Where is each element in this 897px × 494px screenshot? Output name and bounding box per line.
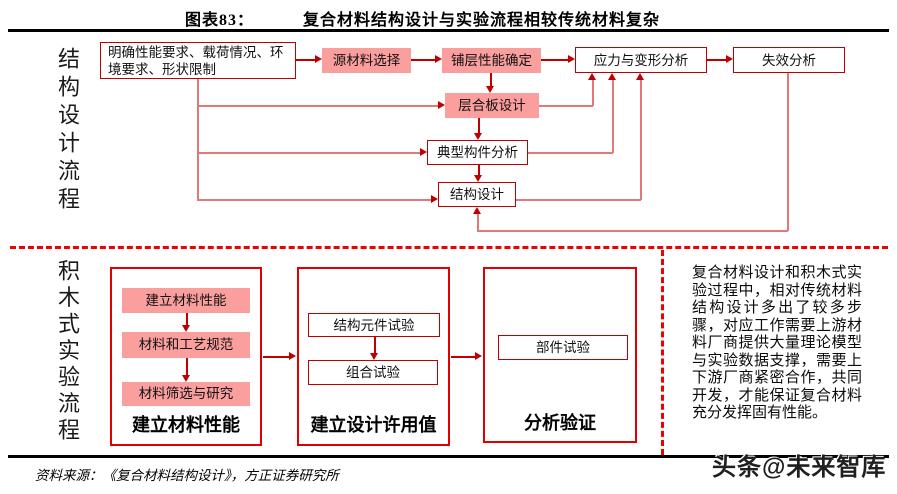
arrowhead-icon xyxy=(420,148,427,156)
arrowhead-icon xyxy=(182,375,190,382)
flow-line xyxy=(478,165,480,176)
step-box-structural-element-test: 结构元件试验 xyxy=(308,313,440,337)
arrowhead-icon xyxy=(636,73,644,80)
flow-line xyxy=(612,79,614,153)
flow-line xyxy=(451,356,475,358)
bottom-section-side-label: 积木式实验流程 xyxy=(55,259,80,445)
flow-line xyxy=(640,79,642,200)
step-box-establish-material-properties: 建立材料性能 xyxy=(122,288,250,313)
arrowhead-icon xyxy=(474,175,482,182)
flow-line xyxy=(186,313,188,326)
section-divider-dashed xyxy=(10,246,888,249)
arrowhead-icon xyxy=(475,352,482,360)
step-box-material-screening: 材料筛选与研究 xyxy=(122,382,250,406)
flow-box-requirements: 明确性能要求、载荷情况、环境要求、形状限制 xyxy=(100,42,296,79)
arrowhead-icon xyxy=(608,73,616,80)
flow-line xyxy=(197,79,199,200)
page-title: 复合材料结构设计与实验流程相较传统材料复杂 xyxy=(303,12,661,29)
arrowhead-icon xyxy=(486,86,494,93)
flow-line xyxy=(541,59,568,61)
flow-line xyxy=(197,152,420,154)
flow-line xyxy=(296,59,315,61)
flow-box-source-material: 源材料选择 xyxy=(322,48,411,73)
flow-line xyxy=(477,230,788,232)
flow-box-structure-design: 结构设计 xyxy=(438,182,516,207)
watermark: 头条@未来智库 xyxy=(712,454,887,481)
arrowhead-icon xyxy=(182,325,190,332)
flow-line xyxy=(197,105,438,107)
arrowhead-icon xyxy=(431,195,438,203)
footer-divider xyxy=(8,455,889,458)
flow-box-laminate-design: 层合板设计 xyxy=(445,93,539,118)
stage-title-analysis-verification: 分析验证 xyxy=(524,413,596,433)
note-divider-dashed xyxy=(661,250,664,455)
arrowhead-icon xyxy=(289,352,296,360)
arrowhead-icon xyxy=(315,55,322,63)
flow-line xyxy=(528,152,613,154)
flow-line xyxy=(592,79,594,106)
flow-line xyxy=(539,105,593,107)
header-divider xyxy=(8,29,889,32)
annotation-note: 复合材料设计和积木式实验过程中，相对传统材料结构设计多出了较多步骤，对应工作需要… xyxy=(692,264,862,421)
flow-box-typical-component: 典型构件分析 xyxy=(427,140,528,165)
flow-box-stress-analysis: 应力与变形分析 xyxy=(575,47,707,73)
arrowhead-icon xyxy=(568,55,575,63)
arrowhead-icon xyxy=(435,55,442,63)
top-section-side-label: 结构设计流程 xyxy=(55,47,80,215)
flow-box-failure-analysis: 失效分析 xyxy=(733,47,845,73)
flow-line xyxy=(411,59,435,61)
flow-line xyxy=(374,337,376,354)
arrowhead-icon xyxy=(726,55,733,63)
flow-line xyxy=(490,73,492,87)
flow-line xyxy=(263,356,289,358)
flow-line xyxy=(516,199,641,201)
flow-line xyxy=(478,118,480,134)
step-box-material-process-spec: 材料和工艺规范 xyxy=(122,332,250,358)
flow-box-ply-performance: 铺层性能确定 xyxy=(442,48,541,73)
flow-line xyxy=(197,199,431,201)
figure-number-label: 图表83： xyxy=(185,12,255,29)
stage-title-design-allowables: 建立设计许用值 xyxy=(310,415,437,435)
arrowhead-icon xyxy=(474,133,482,140)
flow-line xyxy=(186,358,188,376)
flow-line xyxy=(477,213,479,230)
stage-title-material-properties: 建立材料性能 xyxy=(132,415,240,435)
flow-line xyxy=(707,59,726,61)
flow-line xyxy=(787,73,789,231)
arrowhead-icon xyxy=(473,207,481,214)
arrowhead-icon xyxy=(438,101,445,109)
arrowhead-icon xyxy=(370,353,378,360)
step-box-combined-test: 组合试验 xyxy=(308,360,438,385)
source-attribution: 资料来源：《复合材料结构设计》，方正证券研究所 xyxy=(35,468,339,483)
arrowhead-icon xyxy=(588,73,596,80)
step-box-component-test: 部件试验 xyxy=(498,335,628,360)
